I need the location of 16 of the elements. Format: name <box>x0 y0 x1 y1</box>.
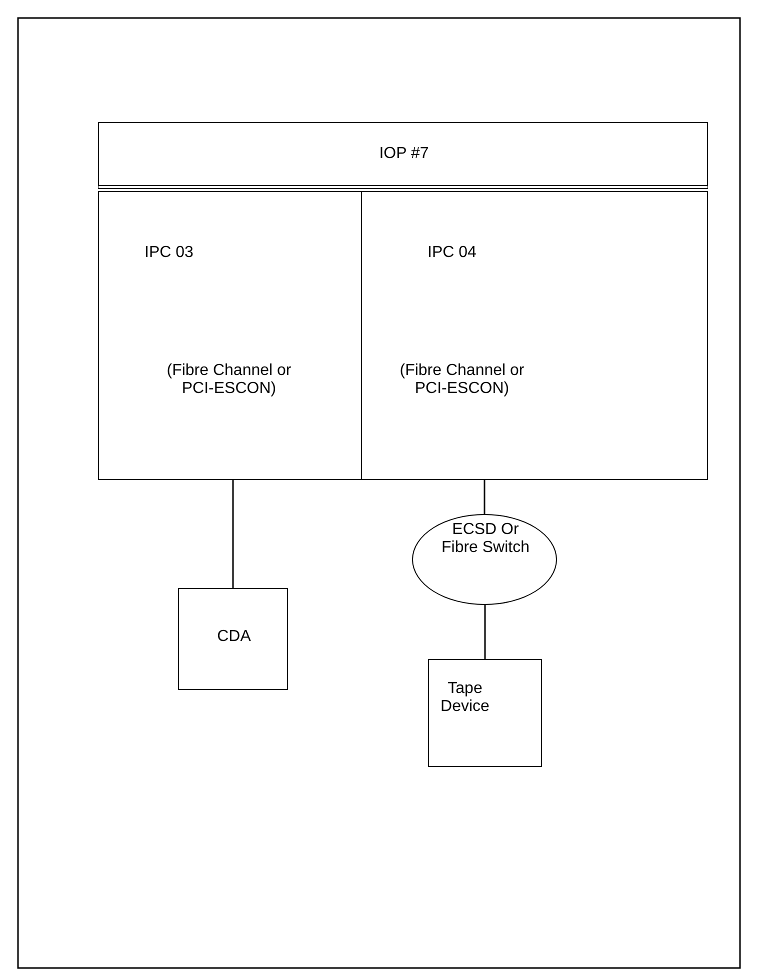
process-box <box>361 191 708 480</box>
node-title: IPC 04 <box>426 244 478 262</box>
connector-line <box>232 480 234 588</box>
connector-line <box>484 605 486 659</box>
node-note: (Fibre Channel or PCI-ESCON) <box>166 362 292 398</box>
process-box <box>98 191 362 480</box>
connector-line <box>484 480 486 514</box>
node-title: IPC 03 <box>144 244 194 262</box>
node-title: CDA <box>216 628 252 646</box>
device-box <box>428 659 542 767</box>
header-band <box>98 122 708 189</box>
device-box <box>178 588 288 690</box>
node-title: IOP #7 <box>378 145 430 163</box>
node-title: ECSD Or Fibre Switch <box>440 521 531 557</box>
node-note: (Fibre Channel or PCI-ESCON) <box>398 362 526 398</box>
node-title: Tape Device <box>440 680 490 716</box>
